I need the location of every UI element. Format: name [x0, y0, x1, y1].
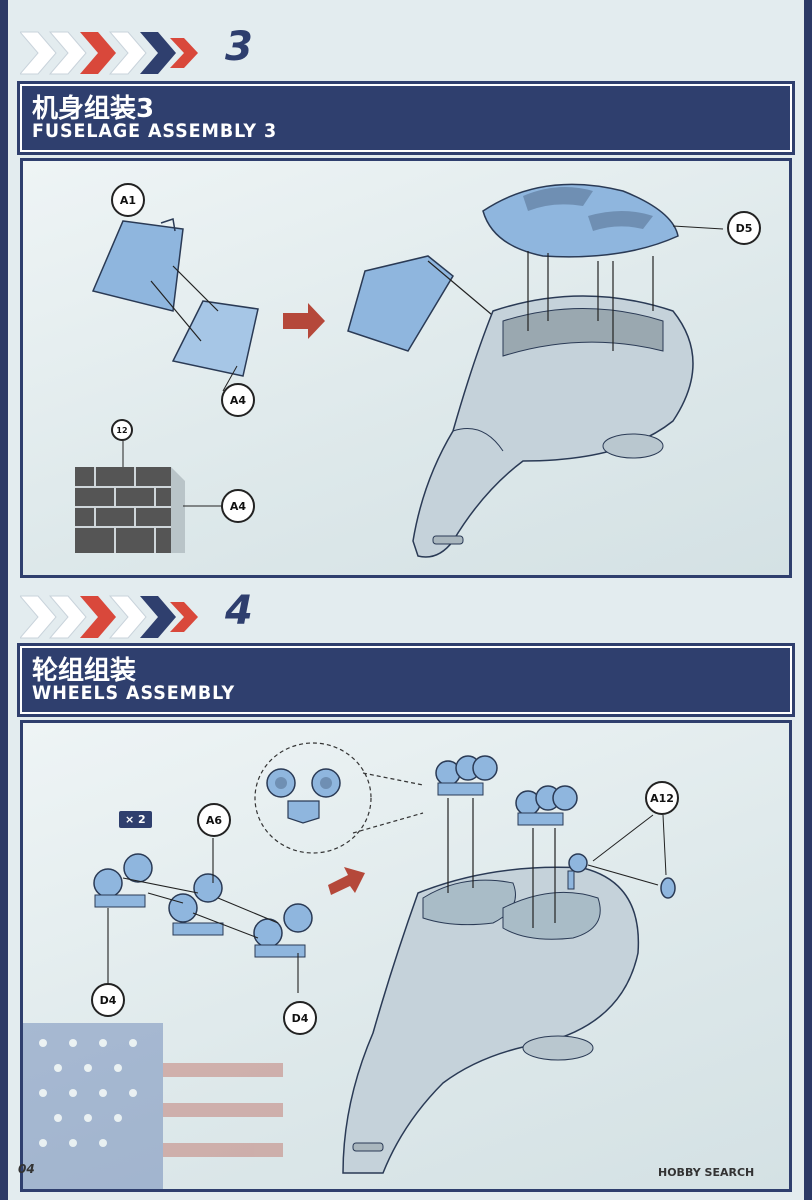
chevron-icon: [20, 31, 198, 75]
step-number: 3: [225, 24, 253, 70]
callout-d4-right: D4: [283, 1001, 317, 1035]
instruction-page: 3 机身组装3 FUSELAGE ASSEMBLY 3: [8, 0, 804, 1200]
part-a4: [171, 300, 259, 377]
multiplier-badge: × 2: [119, 811, 152, 828]
wheel-pair-left: [435, 755, 498, 796]
step-number: 4: [225, 588, 253, 634]
step-4-header: 4: [20, 586, 804, 648]
callout-a12: A12: [645, 781, 679, 815]
step-title-zh: 机身组装3: [32, 94, 155, 124]
arrow-icon: [328, 867, 365, 895]
decal-12: [75, 441, 223, 553]
callout-a1: A1: [111, 183, 145, 217]
callout-d4-left: D4: [91, 983, 125, 1017]
wheel-pair-right: [515, 785, 578, 826]
step-4-title-bar: 轮组组装 WHEELS ASSEMBLY: [17, 643, 795, 717]
part-d5: [482, 183, 679, 258]
step-4-panel: × 2 A6 D4 D4 A12: [20, 720, 792, 1192]
callout-a4-decal: A4: [221, 489, 255, 523]
fuselage: [412, 295, 694, 558]
part-a12: [567, 853, 676, 899]
page-number: 04: [18, 1162, 35, 1176]
arrow-icon: [283, 303, 325, 339]
part-a1: [91, 218, 184, 312]
callout-decal-12: 12: [111, 419, 133, 441]
watermark-hobby-search: HOBBY SEARCH: [658, 1166, 755, 1179]
step-title-en: FUSELAGE ASSEMBLY 3: [32, 120, 278, 142]
step-3-header: 3: [20, 22, 804, 84]
callout-a6: A6: [197, 803, 231, 837]
chevron-icon: [20, 595, 198, 639]
callout-a4: A4: [221, 383, 255, 417]
wheel-assembly: [93, 853, 313, 958]
step-3-panel: A1 A4 12 A4 D5: [20, 158, 792, 578]
fuselage: [342, 866, 640, 1174]
part-side-panel: [347, 255, 454, 352]
callout-d5: D5: [727, 211, 761, 245]
step-3-title-bar: 机身组装3 FUSELAGE ASSEMBLY 3: [17, 81, 795, 155]
wheel-detail: [266, 768, 341, 824]
step-title-zh: 轮组组装: [32, 656, 137, 686]
step-title-en: WHEELS ASSEMBLY: [32, 682, 236, 704]
flag-background: [23, 1023, 283, 1189]
